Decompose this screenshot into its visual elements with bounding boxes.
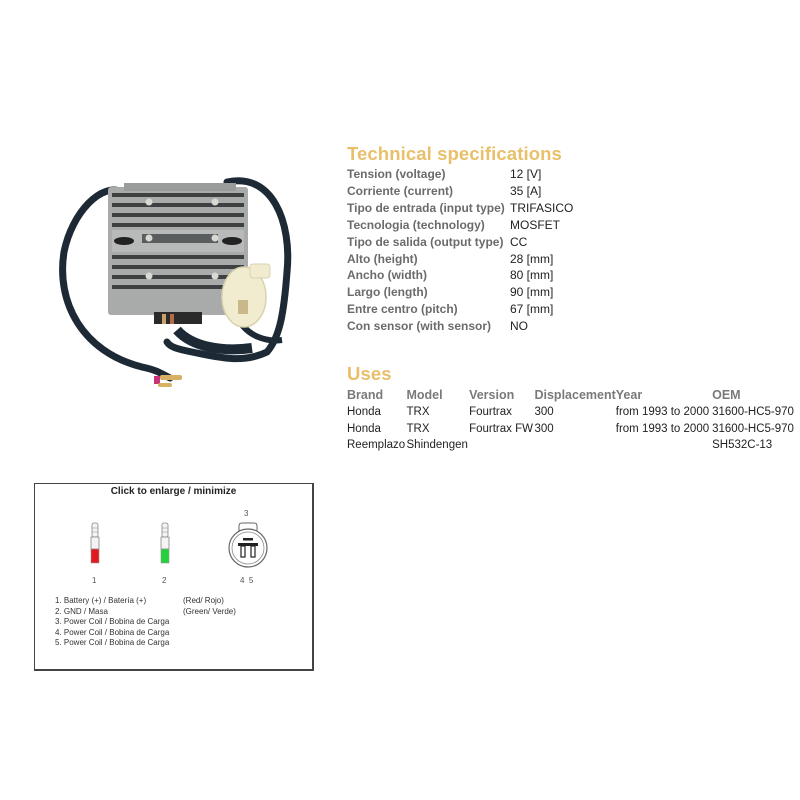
spec-row: Tipo de salida (output type) CC bbox=[347, 234, 573, 251]
uses-row: Honda TRX Fourtrax FW 300 from 1993 to 2… bbox=[347, 421, 797, 438]
red-terminal-icon bbox=[90, 522, 100, 564]
cell-model: Shindengen bbox=[406, 439, 468, 451]
cell-version: Fourtrax bbox=[469, 406, 512, 418]
spec-row: Largo (length) 90 [mm] bbox=[347, 284, 573, 301]
uses-section: Uses Brand Model Version Displacement Ye… bbox=[347, 363, 797, 454]
legend-desc: 2. GND / Masa bbox=[55, 606, 108, 616]
cell-year bbox=[616, 437, 712, 454]
spec-value: 67 [mm] bbox=[510, 302, 554, 317]
pin-4-5-label: 4 5 bbox=[240, 576, 254, 585]
spec-row: Entre centro (pitch) 67 [mm] bbox=[347, 301, 573, 318]
technical-specifications: Technical specifications Tension (voltag… bbox=[347, 143, 787, 335]
cell-model: TRX bbox=[406, 422, 430, 435]
legend-row: 4. Power Coil / Bobina de Carga bbox=[55, 628, 236, 639]
specs-table: Tension (voltage) 12 [V] Corriente (curre… bbox=[347, 166, 573, 335]
header-year: Year bbox=[615, 388, 643, 402]
uses-table: Brand Model Version Displacement Year OE… bbox=[347, 387, 797, 454]
legend-desc: 5. Power Coil / Bobina de Carga bbox=[55, 638, 170, 647]
spec-label: Largo (length) bbox=[347, 285, 428, 300]
green-terminal-icon bbox=[160, 522, 170, 564]
cell-displacement bbox=[534, 437, 615, 454]
uses-title: Uses bbox=[347, 363, 392, 384]
wiring-diagram-enlarge[interactable]: Click to enlarge / minimize 1 2 3 4 5 1.… bbox=[34, 483, 314, 671]
spec-label: Tipo de entrada (input type) bbox=[347, 200, 505, 215]
spec-value: NO bbox=[510, 319, 528, 334]
header-displacement: Displacement bbox=[534, 388, 616, 402]
spec-label: Tipo de salida (output type) bbox=[347, 234, 504, 249]
specs-title: Technical specifications bbox=[347, 143, 562, 164]
legend-row: 3. Power Coil / Bobina de Carga bbox=[55, 617, 236, 628]
diagram-title: Click to enlarge / minimize bbox=[110, 486, 237, 497]
spec-value: 12 [V] bbox=[510, 167, 542, 181]
spec-label: Alto (height) bbox=[347, 251, 418, 266]
pin-3-label: 3 bbox=[244, 509, 249, 518]
uses-header-row: Brand Model Version Displacement Year OE… bbox=[347, 387, 797, 404]
uses-row: Honda TRX Fourtrax 300 from 1993 to 2000… bbox=[347, 404, 797, 421]
spec-value: TRIFASICO bbox=[510, 200, 574, 215]
legend-row: 1. Battery (+) / Batería (+) (Red/ Rojo) bbox=[55, 596, 236, 607]
cell-version: Fourtrax FW bbox=[469, 422, 533, 435]
header-brand: Brand bbox=[347, 388, 384, 402]
legend-desc: 4. Power Coil / Bobina de Carga bbox=[55, 627, 170, 637]
spec-row: Con sensor (with sensor) NO bbox=[347, 318, 573, 335]
cell-displacement: 300 bbox=[534, 422, 554, 435]
cell-brand: Honda bbox=[347, 422, 381, 435]
cell-brand: Honda bbox=[347, 406, 381, 418]
legend-desc: 1. Battery (+) / Batería (+) bbox=[55, 596, 147, 605]
cell-year: from 1993 to 2000 bbox=[615, 406, 710, 418]
spec-row: Tecnologia (technology) MOSFET bbox=[347, 217, 573, 234]
cell-oem: SH532C-13 bbox=[712, 439, 773, 451]
cell-oem: 31600-HC5-970 bbox=[712, 406, 794, 418]
spec-row: Tension (voltage) 12 [V] bbox=[347, 166, 573, 183]
legend-row: 5. Power Coil / Bobina de Carga bbox=[55, 638, 236, 649]
spec-value: 28 [mm] bbox=[510, 251, 554, 266]
pin-legend: 1. Battery (+) / Batería (+)(Red/ Rojo) … bbox=[55, 596, 236, 649]
header-oem: OEM bbox=[712, 388, 741, 402]
spec-value: 35 [A] bbox=[510, 183, 542, 198]
uses-row: Reemplazo Shindengen SH532C-13 bbox=[347, 437, 797, 454]
spec-label: Tension (voltage) bbox=[347, 167, 446, 181]
spec-label: Entre centro (pitch) bbox=[347, 302, 458, 317]
cell-year: from 1993 to 2000 bbox=[615, 422, 710, 435]
spec-label: Ancho (width) bbox=[347, 268, 427, 283]
spec-label: Con sensor (with sensor) bbox=[347, 319, 492, 334]
round-connector-icon bbox=[228, 522, 268, 568]
pin-1-label: 1 bbox=[92, 576, 97, 585]
cell-oem: 31600-HC5-970 bbox=[712, 422, 794, 435]
legend-row: 2. GND / Masa (Green/ Verde) bbox=[55, 607, 236, 618]
spec-row: Ancho (width) 80 [mm] bbox=[347, 267, 573, 284]
spec-value: 80 [mm] bbox=[510, 268, 554, 283]
legend-color: (Green/ Verde) bbox=[183, 606, 236, 616]
pin-2-label: 2 bbox=[162, 576, 167, 585]
spec-label: Corriente (current) bbox=[347, 183, 454, 198]
product-image bbox=[42, 152, 310, 400]
spec-value: 90 [mm] bbox=[510, 285, 554, 300]
cell-displacement: 300 bbox=[534, 406, 554, 418]
cell-model: TRX bbox=[406, 406, 430, 418]
legend-desc: 3. Power Coil / Bobina de Carga bbox=[55, 617, 170, 626]
cell-version bbox=[469, 437, 534, 454]
spec-value: MOSFET bbox=[510, 217, 560, 232]
legend-color: (Red/ Rojo) bbox=[183, 596, 224, 605]
spec-value: CC bbox=[510, 234, 528, 249]
header-model: Model bbox=[406, 388, 443, 402]
spec-row: Corriente (current) 35 [A] bbox=[347, 183, 573, 200]
header-version: Version bbox=[469, 388, 515, 402]
cell-brand: Reemplazo bbox=[347, 439, 406, 451]
spec-row: Alto (height) 28 [mm] bbox=[347, 251, 573, 268]
spec-label: Tecnologia (technology) bbox=[347, 217, 485, 232]
spec-row: Tipo de entrada (input type) TRIFASICO bbox=[347, 200, 573, 217]
